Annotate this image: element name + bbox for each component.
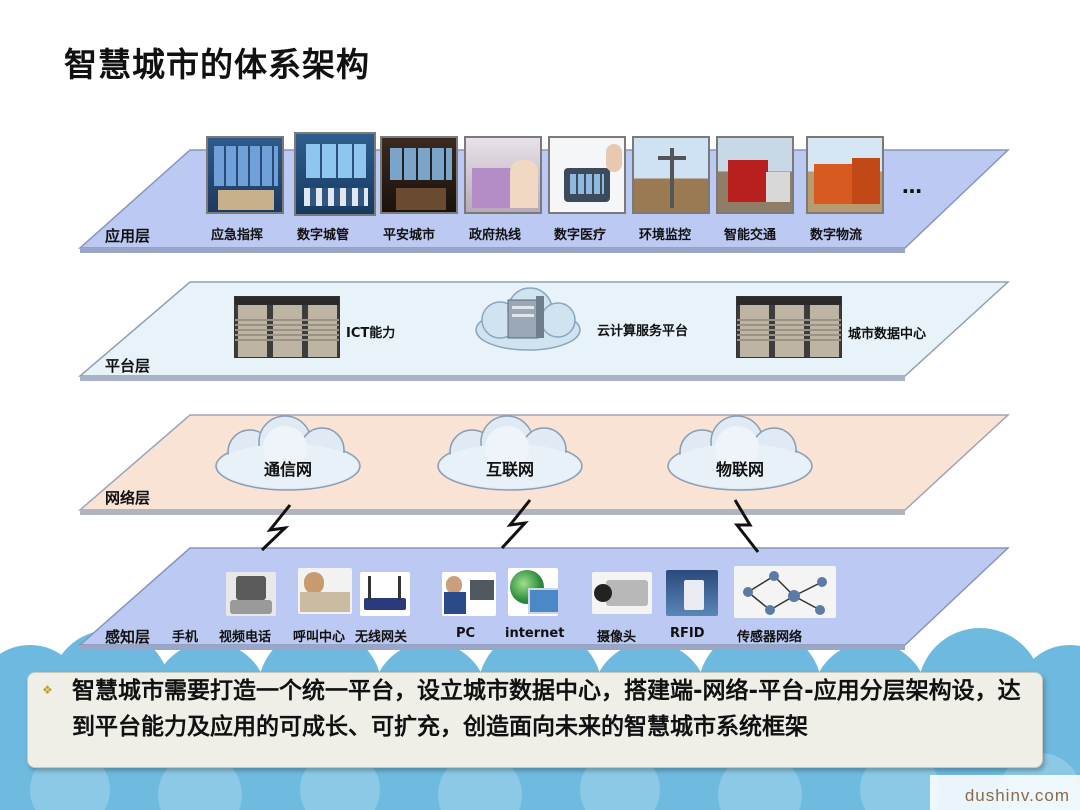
- sensor-network-graph-icon: [743, 571, 827, 615]
- tile-safe-city-image: [380, 136, 458, 214]
- app-item-label: 智能交通: [724, 228, 777, 243]
- app-item-label: 平安城市: [383, 228, 436, 243]
- tile-digital-medical-image: [548, 136, 626, 214]
- cloud-icon: [437, 415, 583, 491]
- perception-item-label: PC: [456, 626, 476, 641]
- watermark: dushinv.com: [964, 786, 1070, 805]
- perception-item-label: 视频电话: [219, 630, 272, 645]
- sensor-network-icon: [734, 566, 836, 618]
- app-item-label: 数字物流: [810, 228, 863, 243]
- app-item-label: 应急指挥: [211, 228, 264, 243]
- perception-item-label: RFID: [670, 626, 705, 641]
- tile-environment-monitor-image: [632, 136, 710, 214]
- video-phone-icon: [226, 572, 276, 616]
- lightning-icon: [500, 499, 532, 550]
- perception-item-label: internet: [505, 626, 565, 641]
- perception-item-label: 手机: [172, 630, 199, 645]
- network-cloud-label: 通信网: [263, 460, 312, 479]
- app-item-label: 数字城管: [297, 228, 350, 243]
- page-title: 智慧城市的体系架构: [64, 45, 370, 84]
- layer-label-network: 网络层: [105, 489, 151, 507]
- cloud-platform-icon: [475, 287, 581, 351]
- perception-item-label: 摄像头: [597, 630, 637, 645]
- rfid-icon: [666, 570, 718, 616]
- app-item-label: 数字医疗: [554, 228, 607, 243]
- platform-item-label: ICT能力: [346, 326, 396, 341]
- summary-text: 智慧城市需要打造一个统一平台，设立城市数据中心，搭建端-网络-平台-应用分层架构…: [72, 678, 1021, 740]
- tile-gov-hotline-image: [464, 136, 542, 214]
- server-rack-icon: [736, 296, 842, 358]
- pc-user-icon: [442, 572, 496, 616]
- cloud-icon: [667, 415, 813, 491]
- perception-item-label: 无线网关: [355, 630, 408, 645]
- layer-label-platform: 平台层: [105, 357, 151, 375]
- internet-globe-icon: [508, 568, 558, 616]
- camera-icon: [592, 572, 652, 614]
- summary-callout: ❖ 智慧城市需要打造一个统一平台，设立城市数据中心，搭建端-网络-平台-应用分层…: [27, 672, 1043, 768]
- platform-item-label: 云计算服务平台: [597, 324, 689, 339]
- tile-emergency-command-image: [206, 136, 284, 214]
- bullet-icon: ❖: [42, 683, 53, 697]
- more-ellipsis: …: [902, 174, 922, 198]
- platform-item-label: 城市数据中心: [848, 327, 927, 342]
- cloud-icon: [215, 415, 361, 491]
- network-cloud-label: 物联网: [715, 460, 764, 479]
- lightning-icon: [260, 504, 292, 552]
- perception-item-label: 呼叫中心: [293, 630, 346, 645]
- lightning-icon: [733, 499, 760, 553]
- tile-digital-city-image: [294, 132, 376, 216]
- wireless-gateway-icon: [360, 572, 410, 616]
- layer-label-application: 应用层: [105, 227, 151, 245]
- network-cloud-label: 互联网: [485, 460, 534, 479]
- app-item-label: 政府热线: [469, 228, 522, 243]
- call-center-icon: [298, 568, 352, 614]
- tile-digital-logistics-image: [806, 136, 884, 214]
- tile-smart-traffic-image: [716, 136, 794, 214]
- layer-label-perception: 感知层: [105, 628, 151, 646]
- perception-item-label: 传感器网络: [737, 630, 803, 645]
- app-item-label: 环境监控: [639, 228, 692, 243]
- server-rack-icon: [234, 296, 340, 358]
